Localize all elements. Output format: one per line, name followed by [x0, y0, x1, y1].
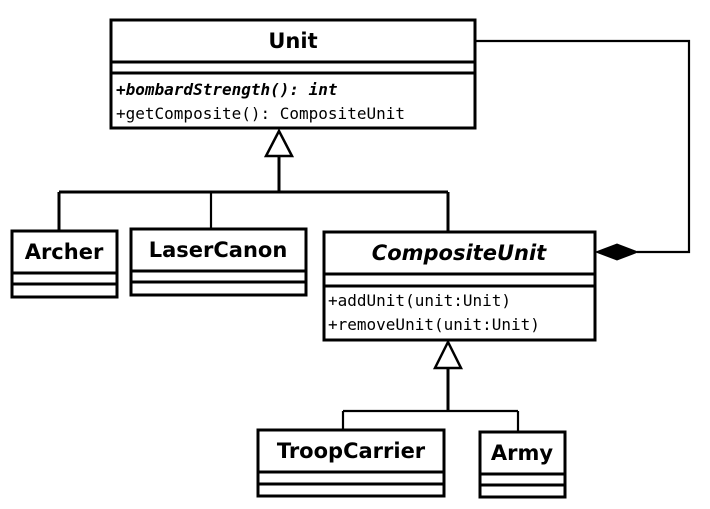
class-compositeunit-operation: +addUnit(unit:Unit) — [328, 291, 511, 310]
class-lasercanon[interactable]: LaserCanon — [129, 227, 308, 297]
class-army[interactable]: Army — [478, 430, 567, 499]
generalization-arrowhead — [263, 128, 295, 158]
class-army-name: Army — [491, 441, 553, 465]
class-unit-operation: +bombardStrength(): int — [116, 80, 338, 99]
composition-line — [475, 39, 691, 254]
generalization-arrowhead — [432, 339, 464, 370]
class-troopcarrier[interactable]: TroopCarrier — [256, 428, 446, 498]
class-compositeunit-name: CompositeUnit — [372, 241, 547, 265]
class-lasercanon-box — [129, 227, 308, 297]
class-unit[interactable]: Unit +bombardStrength(): int +getComposi… — [109, 18, 477, 130]
class-compositeunit-operation: +removeUnit(unit:Unit) — [328, 315, 540, 334]
generalization-to-compositeunit — [341, 339, 520, 431]
class-troopcarrier-name: TroopCarrier — [277, 439, 426, 463]
class-archer-name: Archer — [25, 240, 104, 264]
class-archer[interactable]: Archer — [10, 229, 119, 299]
class-archer-box — [10, 229, 119, 299]
class-lasercanon-name: LaserCanon — [149, 238, 288, 262]
class-unit-name: Unit — [268, 29, 317, 53]
class-compositeunit[interactable]: CompositeUnit +addUnit(unit:Unit) +remov… — [322, 230, 597, 342]
generalization-to-unit — [57, 128, 450, 232]
class-unit-operation: +getComposite(): CompositeUnit — [116, 104, 405, 123]
composition-diamond — [594, 243, 640, 261]
composition-association — [475, 39, 691, 261]
